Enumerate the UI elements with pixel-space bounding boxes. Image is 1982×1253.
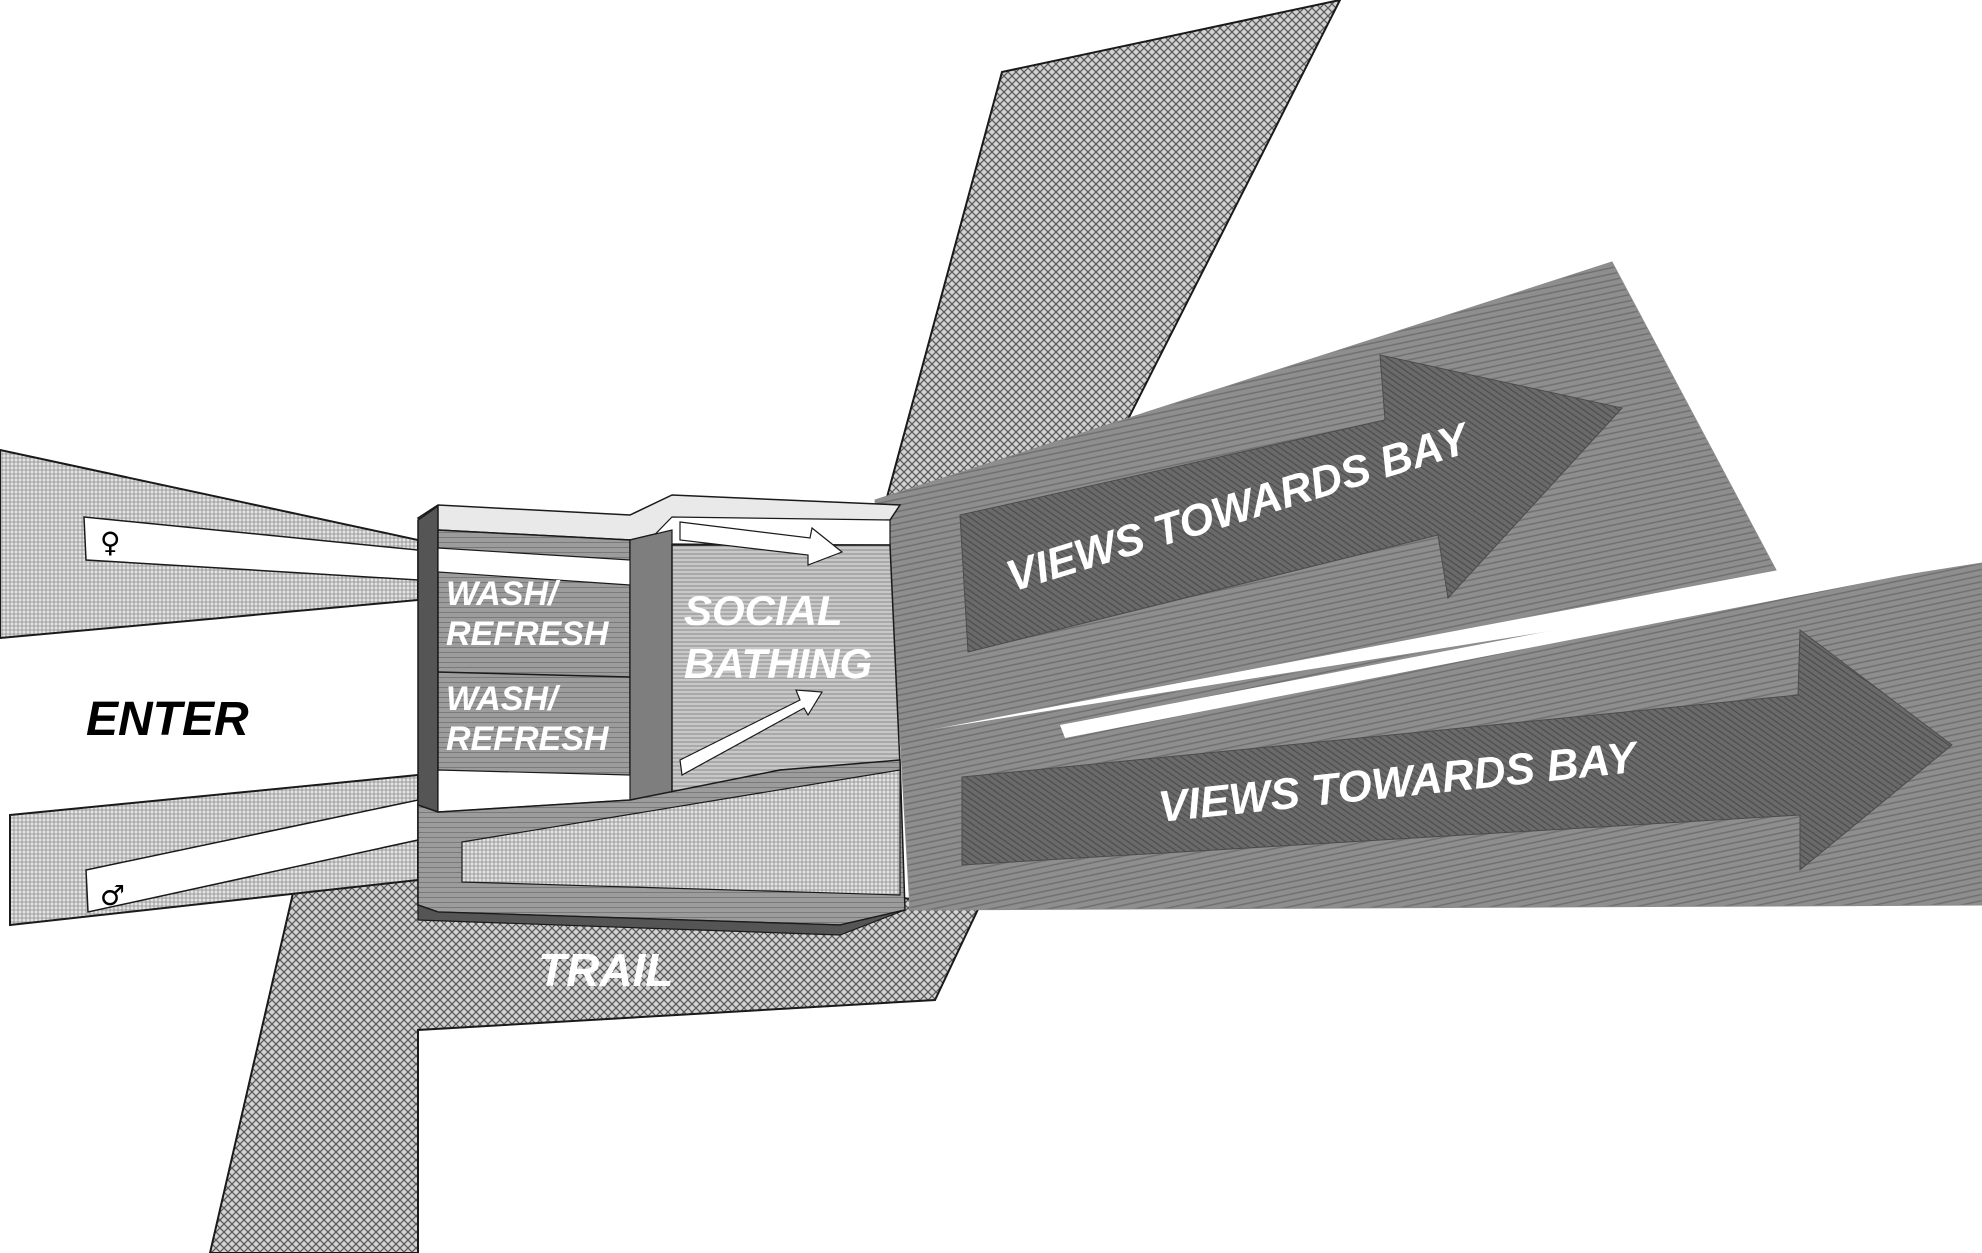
female-symbol-icon: ♀ (100, 526, 121, 559)
base-ramp (461, 769, 901, 896)
social-bathing-line1: SOCIAL (684, 587, 843, 634)
wash-refresh-upper-line2: REFRESH (446, 615, 610, 653)
wash-refresh-lower-line1: WASH/ (446, 680, 561, 718)
enter-label: ENTER (86, 693, 249, 746)
wash-refresh-lower-line2: REFRESH (446, 720, 610, 758)
flow-arrow-upper (679, 521, 844, 566)
view-arrow-lower (961, 629, 1953, 872)
wash-divider (437, 671, 631, 678)
social-bathing-line2: BATHING (684, 640, 872, 687)
flow-arrow-lower (679, 689, 824, 776)
view-band-gap (1060, 558, 1930, 738)
step-volume (629, 529, 673, 801)
male-symbol-icon: ♂ (100, 879, 125, 912)
base-edge (417, 904, 906, 936)
wash-refresh-upper-line1: WASH/ (446, 575, 561, 613)
trail-label: TRAIL (538, 944, 673, 996)
view-arrow-upper (959, 354, 1623, 653)
